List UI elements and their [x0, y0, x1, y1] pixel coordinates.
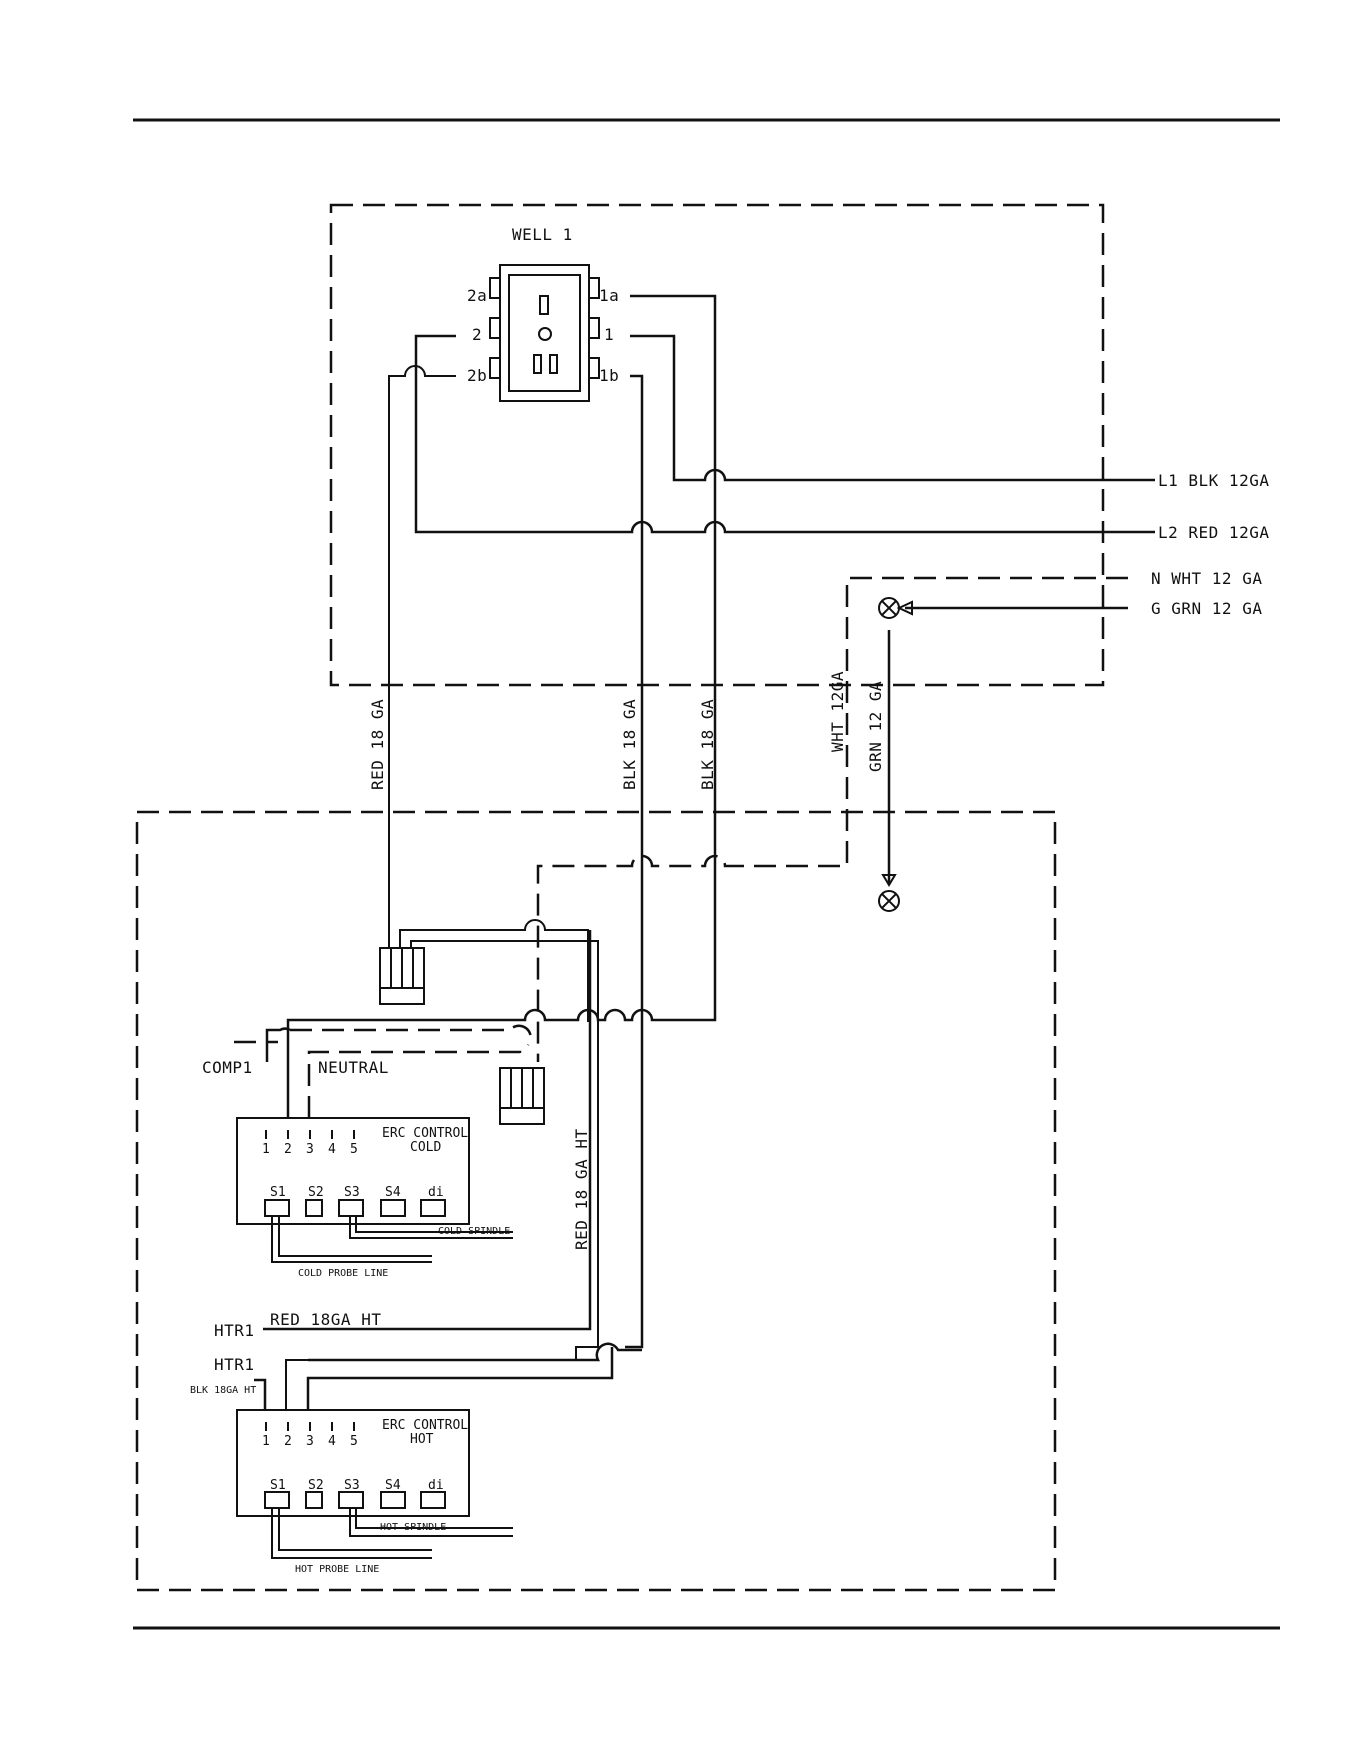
ground-lug-bottom	[878, 874, 900, 912]
label-blk-ht: BLK 18GA HT	[190, 1385, 256, 1396]
svg-text:S3: S3	[344, 1478, 360, 1493]
svg-text:3: 3	[306, 1434, 314, 1449]
label-l2: L2 RED 12GA	[1158, 523, 1269, 542]
svg-text:S2: S2	[308, 1478, 324, 1493]
receptacle	[489, 264, 600, 402]
cold-spindle-line	[349, 1216, 513, 1239]
wire-ground-grn	[887, 606, 1128, 885]
wire-l2-red	[414, 334, 1155, 534]
svg-text:S2: S2	[308, 1185, 324, 1200]
svg-text:1: 1	[262, 1142, 270, 1157]
wire-l1-blk	[630, 334, 1155, 482]
terminal-1: 1	[604, 325, 614, 344]
svg-text:di: di	[428, 1185, 444, 1200]
wire-blk18-ht-jump	[308, 1342, 642, 1362]
label-g: G GRN 12 GA	[1151, 599, 1262, 618]
ground-lug-top	[878, 597, 913, 619]
svg-text:1: 1	[262, 1434, 270, 1449]
label-grn12: GRN 12 GA	[866, 681, 885, 772]
terminal-1a: 1a	[599, 286, 619, 305]
svg-text:S1: S1	[270, 1478, 286, 1493]
svg-text:di: di	[428, 1478, 444, 1493]
label-red18: RED 18 GA	[368, 699, 387, 790]
hot-spindle-label: HOT SPINDLE	[380, 1522, 446, 1533]
cold-sensors: S1 S2 S3 S4 di	[264, 1185, 446, 1217]
connector-block-lower	[499, 1067, 545, 1125]
terminal-2a: 2a	[467, 286, 487, 305]
svg-text:S1: S1	[270, 1185, 286, 1200]
hot-sensors: S1 S2 S3 S4 di	[264, 1478, 446, 1509]
cold-title-2: COLD	[410, 1140, 441, 1155]
cold-title-1: ERC CONTROL	[382, 1126, 468, 1141]
svg-text:4: 4	[328, 1434, 336, 1449]
hot-spindle-line	[349, 1508, 513, 1537]
wire-blk18-1a	[286, 294, 717, 1118]
wire-red18-2b	[388, 365, 456, 948]
svg-text:5: 5	[350, 1142, 358, 1157]
hot-probe-line	[271, 1508, 432, 1559]
terminal-2: 2	[472, 325, 482, 344]
wire-comp1	[265, 1027, 291, 1062]
svg-text:5: 5	[350, 1434, 358, 1449]
control-enclosure	[135, 810, 1057, 1592]
label-neutral: NEUTRAL	[318, 1058, 389, 1077]
terminal-2b: 2b	[467, 366, 487, 385]
cold-spindle-label: COLD SPINDLE	[438, 1226, 510, 1237]
well-enclosure	[329, 203, 1105, 687]
label-red-ht: RED 18GA HT	[270, 1310, 381, 1329]
label-l1: L1 BLK 12GA	[1158, 471, 1269, 490]
svg-text:S4: S4	[385, 1185, 401, 1200]
svg-text:4: 4	[328, 1142, 336, 1157]
svg-text:2: 2	[284, 1142, 292, 1157]
cold-probe-line	[271, 1216, 432, 1263]
wire-htr1-blk	[254, 1378, 267, 1410]
connector-block-upper	[379, 947, 425, 1005]
well-title: WELL 1	[512, 225, 573, 244]
label-blk18-b: BLK 18 GA	[698, 699, 717, 790]
label-comp1: COMP1	[202, 1058, 253, 1077]
wire-blk18-1b	[625, 374, 644, 1349]
label-blk18-a: BLK 18 GA	[620, 699, 639, 790]
terminal-1b: 1b	[599, 366, 619, 385]
wire-neutral-wht	[536, 576, 1128, 1062]
wire-neutral-ctrl	[290, 1024, 532, 1118]
svg-text:S4: S4	[385, 1478, 401, 1493]
label-htr1-b: HTR1	[214, 1355, 255, 1374]
cold-probe-label: COLD PROBE LINE	[298, 1268, 388, 1279]
svg-text:3: 3	[306, 1142, 314, 1157]
label-red18ht: RED 18 GA HT	[572, 1128, 591, 1250]
wire-red18-ht	[263, 930, 592, 1331]
label-wht12: WHT 12GA	[828, 671, 847, 752]
hot-probe-label: HOT PROBE LINE	[295, 1564, 379, 1575]
label-htr1-a: HTR1	[214, 1321, 255, 1340]
svg-text:2: 2	[284, 1434, 292, 1449]
hot-terminals: 1 2 3 4 5	[262, 1422, 358, 1449]
hot-title-2: HOT	[410, 1432, 434, 1447]
cold-terminals: 1 2 3 4 5	[262, 1130, 358, 1157]
hot-title-1: ERC CONTROL	[382, 1418, 468, 1433]
svg-text:S3: S3	[344, 1185, 360, 1200]
label-n: N WHT 12 GA	[1151, 569, 1262, 588]
wire-hot-term2	[306, 1347, 614, 1410]
